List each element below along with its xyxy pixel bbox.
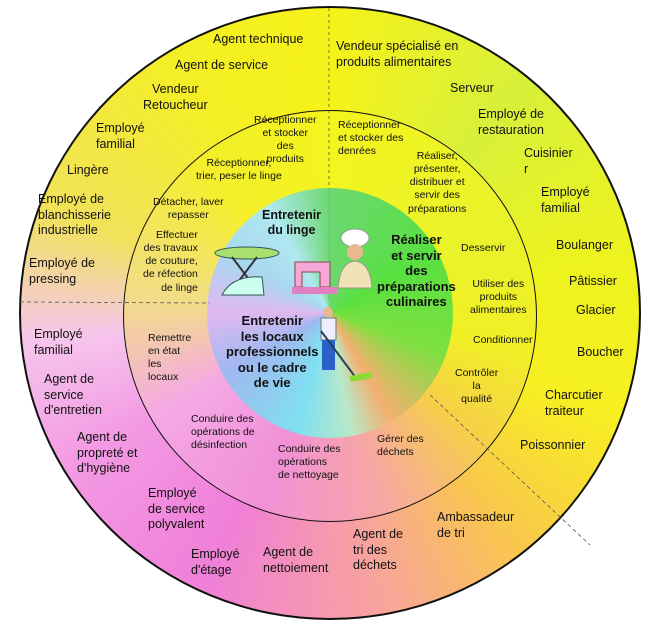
job: Agent technique: [213, 32, 304, 46]
job: Boucher: [577, 345, 624, 359]
ironing-board-icon: [214, 246, 280, 296]
job: Agent de service: [175, 58, 269, 72]
job: Lingère: [67, 163, 109, 177]
chef-icon: [337, 228, 373, 289]
job: Pâtissier: [569, 274, 617, 288]
job: Glacier: [576, 303, 616, 317]
activity: Desservir: [461, 242, 506, 254]
activity: Conditionner: [473, 334, 533, 346]
activity: Réceptionner,trier, peser le linge: [196, 157, 282, 183]
job: Boulanger: [556, 238, 613, 252]
job: Serveur: [450, 81, 494, 95]
sewing-machine-icon: [292, 261, 337, 294]
job: Poissonnier: [520, 438, 586, 452]
cleaner-with-broom-icon: [320, 307, 373, 382]
